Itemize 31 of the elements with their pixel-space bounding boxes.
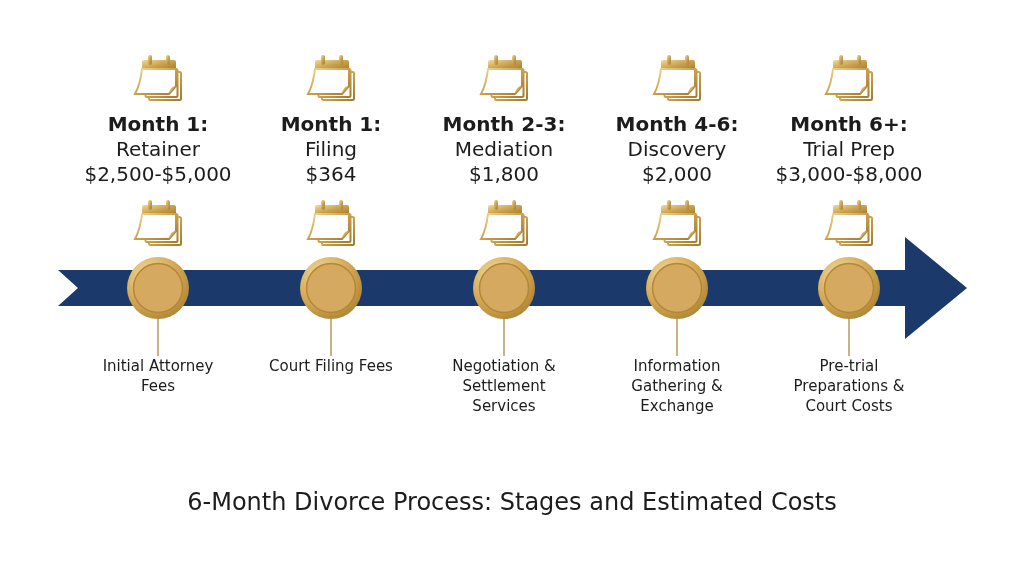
month-label: Month 6+: bbox=[790, 112, 908, 137]
stage-description: Initial Attorney Fees bbox=[88, 356, 228, 396]
month-label: Month 4-6: bbox=[615, 112, 739, 137]
month-label: Month 1: bbox=[107, 112, 209, 137]
stage-name: Mediation bbox=[454, 137, 554, 162]
stage-description: Court Filing Fees bbox=[261, 356, 401, 376]
stage-name: Filing bbox=[304, 137, 358, 162]
leader-line bbox=[157, 318, 159, 357]
month-label: Month 2-3: bbox=[442, 112, 566, 137]
stage-name: Trial Prep bbox=[803, 137, 895, 162]
diagram-title: 6-Month Divorce Process: Stages and Estimated Costs bbox=[187, 487, 837, 517]
cost-amount: $364 bbox=[305, 162, 357, 187]
milestone-circle bbox=[818, 257, 880, 319]
stage-description: Information Gathering & Exchange bbox=[607, 356, 747, 416]
cost-amount: $3,000-$8,000 bbox=[775, 162, 923, 187]
stage-name: Retainer bbox=[115, 137, 201, 162]
milestone-circle bbox=[127, 257, 189, 319]
leader-line bbox=[503, 318, 505, 357]
cost-amount: $2,000 bbox=[642, 162, 712, 187]
stage-name: Discovery bbox=[627, 137, 727, 162]
milestone-circle bbox=[473, 257, 535, 319]
leader-line bbox=[330, 318, 332, 357]
cost-amount: $1,800 bbox=[469, 162, 539, 187]
milestone-circle bbox=[300, 257, 362, 319]
stage-description: Pre-trial Preparations & Court Costs bbox=[779, 356, 919, 416]
stage-description: Negotiation & Settlement Services bbox=[434, 356, 574, 416]
leader-line bbox=[676, 318, 678, 357]
milestone-circle bbox=[646, 257, 708, 319]
month-label: Month 1: bbox=[280, 112, 382, 137]
cost-amount: $2,500-$5,000 bbox=[84, 162, 232, 187]
leader-line bbox=[848, 318, 850, 357]
